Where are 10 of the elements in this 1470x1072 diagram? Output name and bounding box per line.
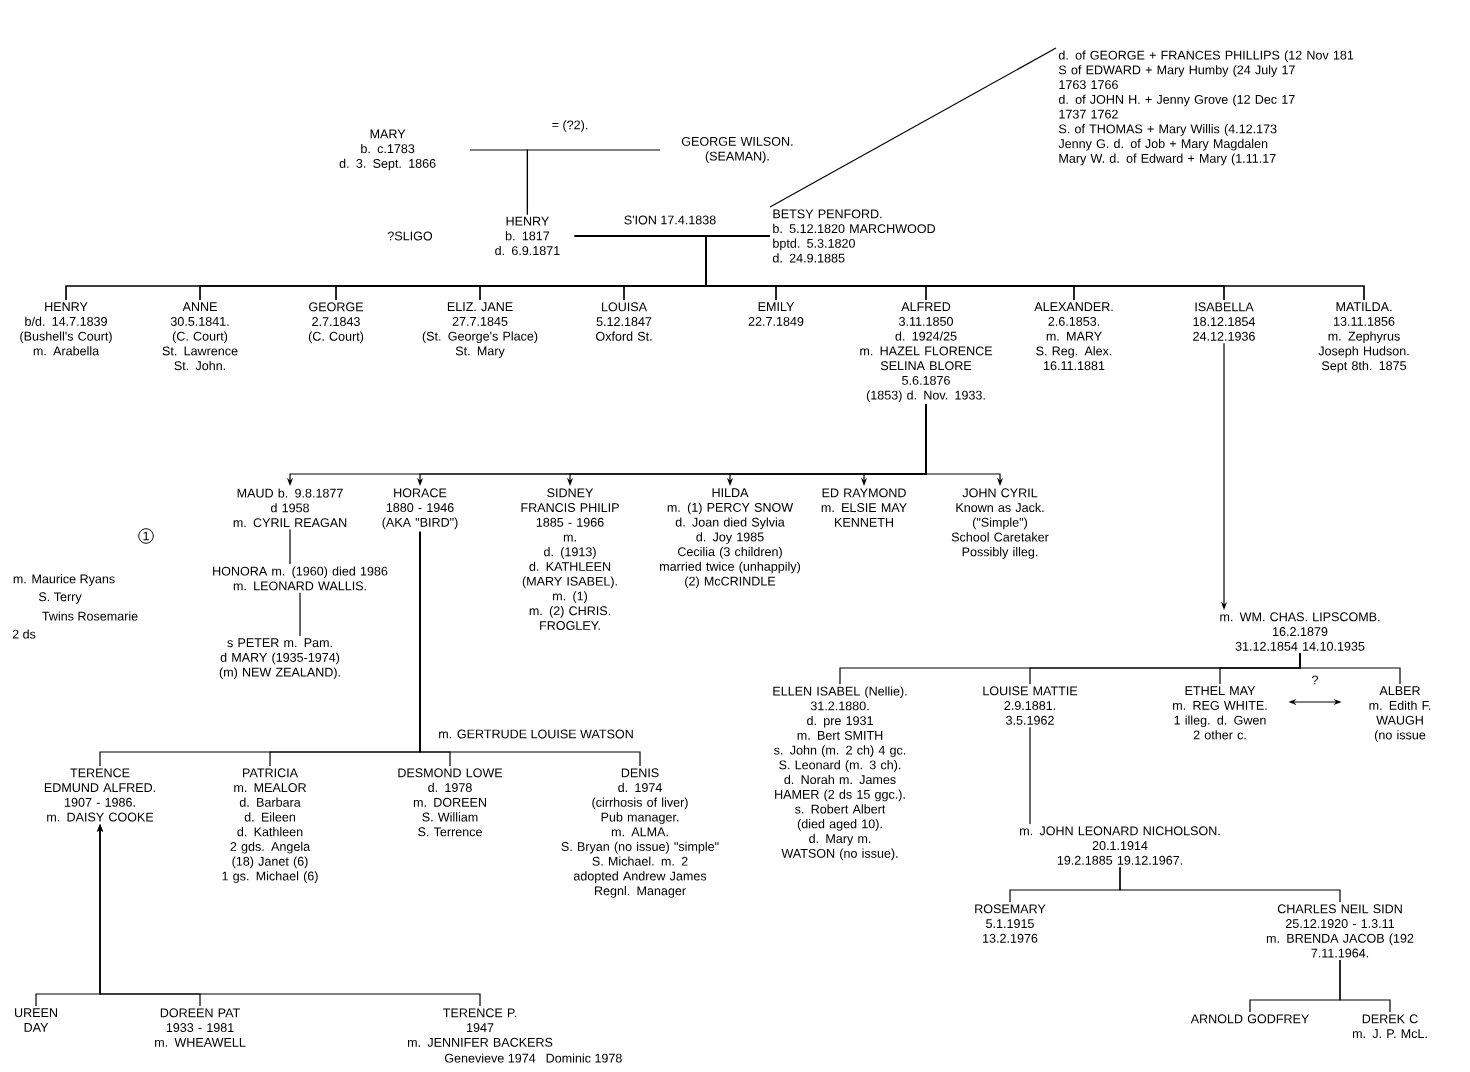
family-line <box>299 592 301 637</box>
family-line <box>1029 726 1031 825</box>
leader-line <box>769 47 1057 208</box>
family-line <box>1119 866 1341 903</box>
family-line <box>526 149 661 216</box>
family-line <box>1299 652 1401 685</box>
family-line <box>705 235 1365 301</box>
family-line <box>419 531 641 767</box>
family-line <box>289 528 291 565</box>
family-line <box>1339 959 1391 1013</box>
